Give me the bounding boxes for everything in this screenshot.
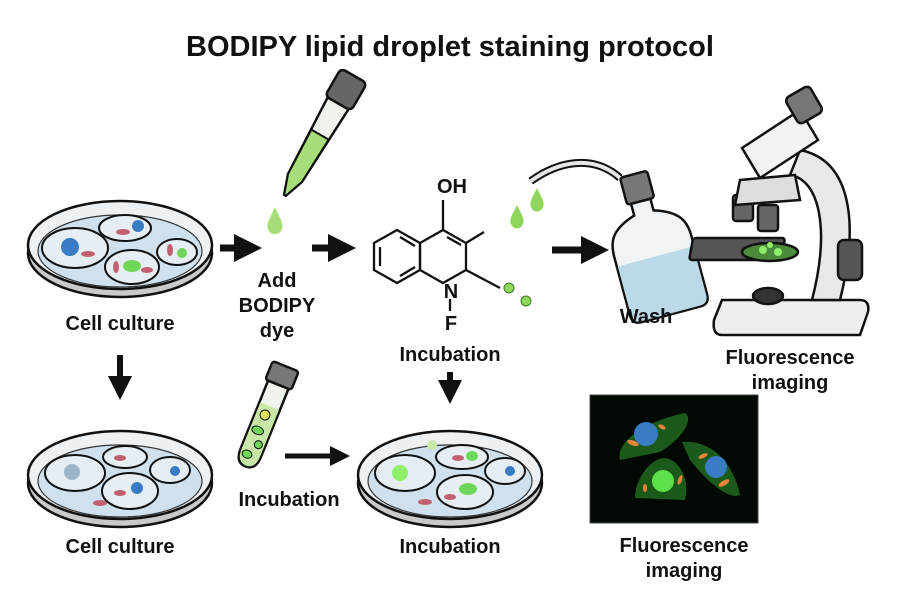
label-fluorescence-top-1: Fluorescence — [726, 347, 855, 369]
diagram-title: BODIPY lipid droplet staining protocol — [186, 31, 714, 63]
nucleus-icon — [61, 238, 79, 256]
label-fluorescence-bottom-1: Fluorescence — [620, 535, 749, 557]
test-tube-icon — [237, 360, 300, 469]
label-cell-culture-top: Cell culture — [66, 313, 175, 335]
molecule-f: F — [445, 313, 457, 335]
dye-drop-icon — [267, 207, 283, 235]
petri-dish-cell-culture — [26, 199, 214, 299]
label-cell-culture-bottom: Cell culture — [66, 536, 175, 558]
label-incubation-top: Incubation — [399, 344, 500, 366]
label-dye: dye — [260, 320, 294, 342]
molecule-n: N — [444, 281, 458, 303]
petri-dish-incubation — [356, 429, 544, 529]
bodipy-molecule-structure — [372, 200, 501, 311]
label-fluorescence-top-2: imaging — [752, 372, 829, 394]
dye-droplets — [503, 188, 544, 307]
label-add: Add — [258, 270, 297, 292]
label-fluorescence-bottom-2: imaging — [646, 560, 723, 582]
label-bodipy: BODIPY — [239, 295, 316, 317]
microscope-icon — [688, 85, 870, 337]
wash-bottle-icon — [528, 158, 709, 324]
label-incubation-bottom: Incubation — [399, 536, 500, 558]
pipette-icon — [282, 68, 367, 198]
label-wash: Wash — [620, 306, 673, 328]
molecule-oh: OH — [437, 176, 467, 198]
petri-dish-cell-culture-2 — [26, 429, 214, 529]
label-incubation-tube: Incubation — [238, 489, 339, 511]
fluorescence-micrograph — [589, 394, 759, 524]
